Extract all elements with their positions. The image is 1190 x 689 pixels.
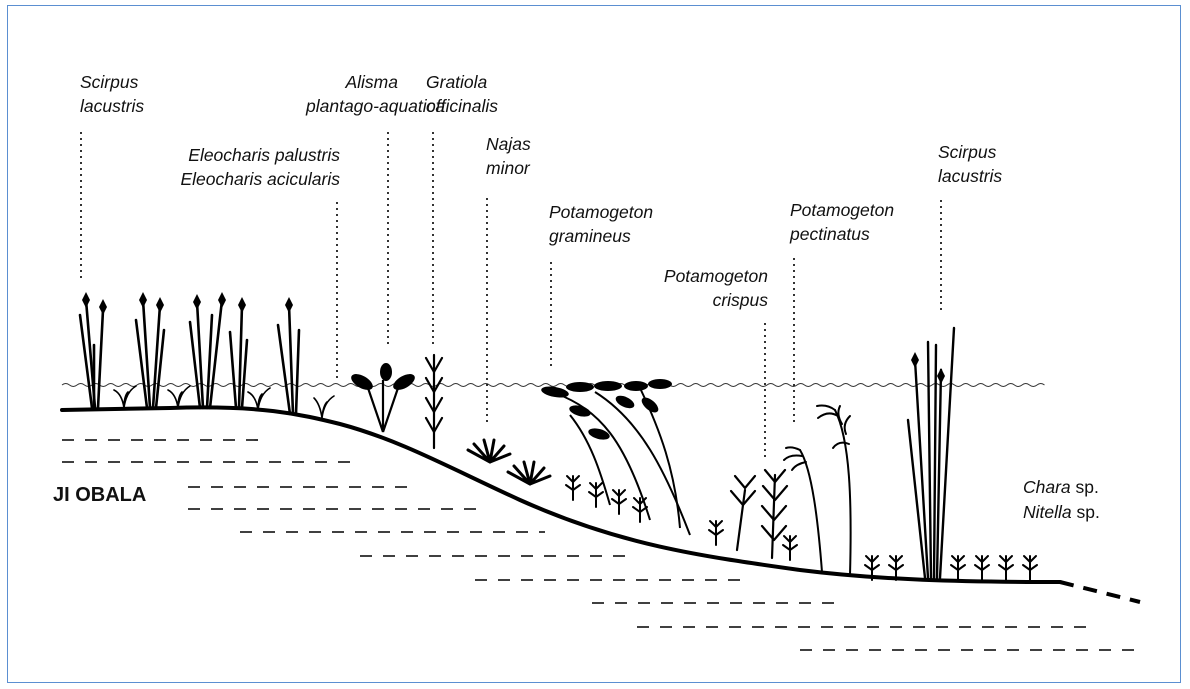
scirpus-spikelets-left bbox=[82, 292, 293, 315]
lake-bottom-continuation bbox=[1060, 582, 1140, 602]
shore-label: JI OBALA bbox=[53, 484, 146, 507]
bottom-charophytes bbox=[566, 476, 1037, 580]
gratiola-plant bbox=[426, 355, 442, 448]
scirpus-clumps-left bbox=[80, 300, 299, 414]
najas-plants bbox=[468, 440, 550, 484]
label-chara: Chara sp. bbox=[1023, 475, 1099, 499]
alisma-plant bbox=[368, 380, 398, 432]
potamogeton-pectinatus bbox=[784, 406, 851, 576]
potamogeton-crispus bbox=[731, 470, 787, 558]
label-nitella: Nitella sp. bbox=[1023, 500, 1100, 524]
